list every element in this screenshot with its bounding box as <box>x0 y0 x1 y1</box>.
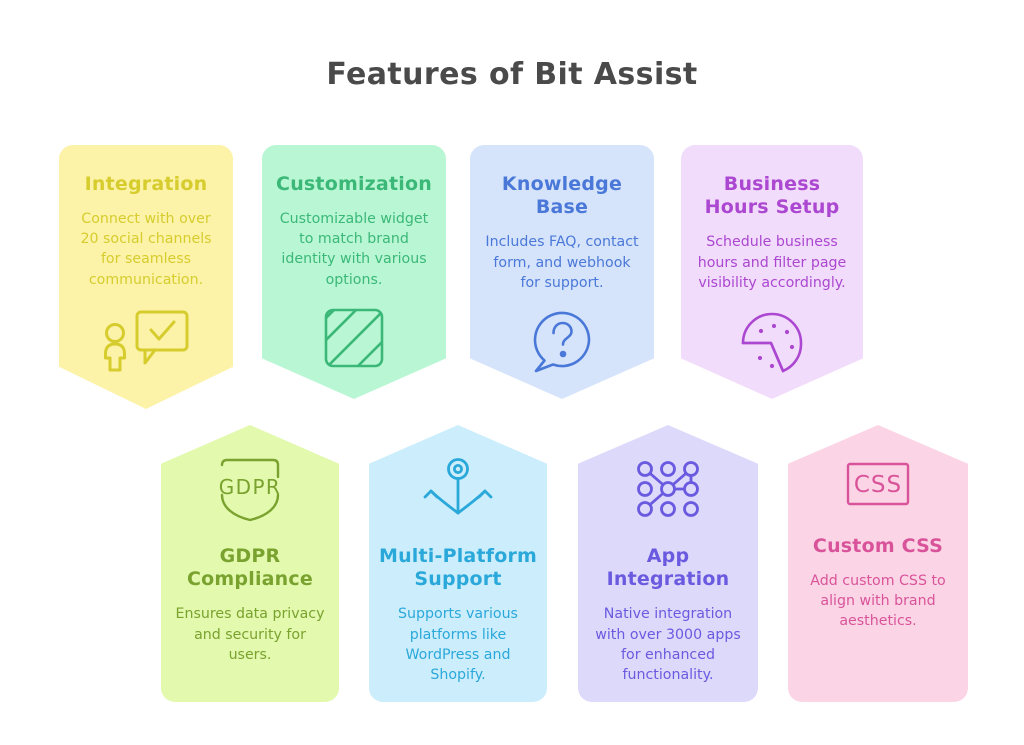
feature-card-custom-css[interactable]: CSS Custom CSS Add custom CSS to align w… <box>788 425 968 702</box>
person-speech-bubble-check-icon <box>59 306 233 374</box>
css-badge-icon: CSS <box>788 455 968 513</box>
feature-card-description: Customizable widget to match brand ident… <box>279 211 429 288</box>
feature-card-app-integration[interactable]: App Integration Native integration with … <box>578 425 758 702</box>
feature-card-description: Supports various platforms like WordPres… <box>398 606 518 683</box>
feature-card-description: Connect with over 20 social channels for… <box>80 211 212 288</box>
network-nodes-icon <box>578 455 758 523</box>
anchor-icon <box>369 455 547 523</box>
question-speech-bubble-icon <box>470 309 654 375</box>
gdpr-shield-icon: GDPR <box>161 455 339 523</box>
feature-card-gdpr-compliance[interactable]: GDPR GDPR Compliance Ensures data privac… <box>161 425 339 702</box>
clock-pie-icon <box>681 309 863 375</box>
feature-card-title: Custom CSS <box>812 535 944 557</box>
feature-card-description: Ensures data privacy and security for us… <box>175 606 325 663</box>
css-badge-label: CSS <box>854 472 902 498</box>
feature-card-description: Schedule business hours and filter page … <box>697 234 847 291</box>
feature-card-knowledge-base[interactable]: Knowledge Base Includes FAQ, contact for… <box>470 145 654 399</box>
feature-card-description: Includes FAQ, contact form, and webhook … <box>485 234 639 291</box>
feature-card-description: Add custom CSS to align with brand aesth… <box>810 573 946 630</box>
feature-card-integration[interactable]: Integration Connect with over 20 social … <box>59 145 233 409</box>
page-title: Features of Bit Assist <box>326 57 698 92</box>
feature-card-title: Business Hours Setup <box>704 173 840 219</box>
feature-card-title: Knowledge Base <box>501 173 623 219</box>
feature-card-business-hours-setup[interactable]: Business Hours Setup Schedule business h… <box>681 145 863 399</box>
feature-card-customization[interactable]: Customization Customizable widget to mat… <box>262 145 446 399</box>
feature-card-title: Customization <box>276 173 432 195</box>
feature-card-title: GDPR Compliance <box>187 545 313 591</box>
feature-card-title: Integration <box>84 173 208 195</box>
feature-card-title: App Integration <box>606 545 730 591</box>
hatched-square-icon <box>262 306 446 370</box>
svg-text:GDPR: GDPR <box>219 475 281 499</box>
feature-card-multi-platform-support[interactable]: Multi-Platform Support Supports various … <box>369 425 547 702</box>
feature-card-description: Native integration with over 3000 apps f… <box>595 606 741 683</box>
feature-card-title: Multi-Platform Support <box>378 545 538 591</box>
